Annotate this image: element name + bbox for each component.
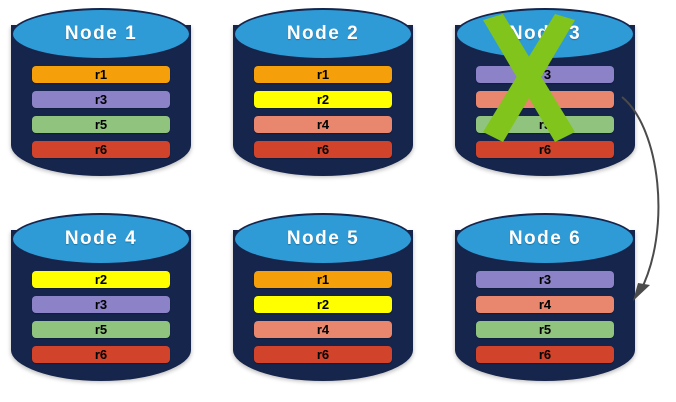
cylinder-top-ellipse	[11, 213, 191, 265]
node-title: Node 4	[64, 228, 138, 249]
record-bar[interactable]: r6	[32, 346, 170, 363]
node-title: Node 3	[508, 23, 582, 44]
node-cylinder-4[interactable]: Node 4 r2 r3 r5 r6	[11, 213, 191, 395]
record-list: r2 r3 r5 r6	[32, 271, 170, 363]
record-bar[interactable]: r2	[254, 91, 392, 108]
record-bar[interactable]: r1	[254, 271, 392, 288]
cylinder-top-ellipse	[11, 8, 191, 60]
record-bar[interactable]: r4	[254, 116, 392, 133]
record-bar[interactable]: r3	[32, 296, 170, 313]
record-bar[interactable]: r6	[476, 346, 614, 363]
cylinder-top-ellipse	[233, 8, 413, 60]
record-list: r1 r3 r5 r6	[32, 66, 170, 158]
record-bar[interactable]: r5	[32, 321, 170, 338]
node-cylinder-2[interactable]: Node 2 r1 r2 r4 r6	[233, 8, 413, 190]
record-bar[interactable]: r4	[254, 321, 392, 338]
record-bar[interactable]: r4	[476, 91, 614, 108]
node-title: Node 5	[286, 228, 360, 249]
record-bar[interactable]: r6	[32, 141, 170, 158]
cylinder-top-ellipse	[455, 213, 635, 265]
node-cylinder-3[interactable]: Node 3 r3 r4 r5 r6	[455, 8, 635, 190]
record-bar[interactable]: r2	[32, 271, 170, 288]
record-bar[interactable]: r3	[476, 271, 614, 288]
node-cylinder-1[interactable]: Node 1 r1 r3 r5 r6	[11, 8, 191, 190]
record-bar[interactable]: r1	[254, 66, 392, 83]
record-list: r3 r4 r5 r6	[476, 271, 614, 363]
record-list: r1 r2 r4 r6	[254, 66, 392, 158]
record-bar[interactable]: r6	[254, 141, 392, 158]
node-title: Node 6	[508, 228, 582, 249]
record-bar[interactable]: r3	[32, 91, 170, 108]
record-bar[interactable]: r6	[476, 141, 614, 158]
record-bar[interactable]: r3	[476, 66, 614, 83]
record-bar[interactable]: r6	[254, 346, 392, 363]
node-title: Node 2	[286, 23, 360, 44]
record-bar[interactable]: r1	[32, 66, 170, 83]
record-bar[interactable]: r4	[476, 296, 614, 313]
record-bar[interactable]: r5	[476, 321, 614, 338]
record-bar[interactable]: r5	[476, 116, 614, 133]
record-list: r1 r2 r4 r6	[254, 271, 392, 363]
node-cylinder-6[interactable]: Node 6 r3 r4 r5 r6	[455, 213, 635, 395]
cylinder-top-ellipse	[233, 213, 413, 265]
record-bar[interactable]: r2	[254, 296, 392, 313]
node-title: Node 1	[64, 23, 138, 44]
record-bar[interactable]: r5	[32, 116, 170, 133]
record-list: r3 r4 r5 r6	[476, 66, 614, 158]
node-cylinder-5[interactable]: Node 5 r1 r2 r4 r6	[233, 213, 413, 395]
